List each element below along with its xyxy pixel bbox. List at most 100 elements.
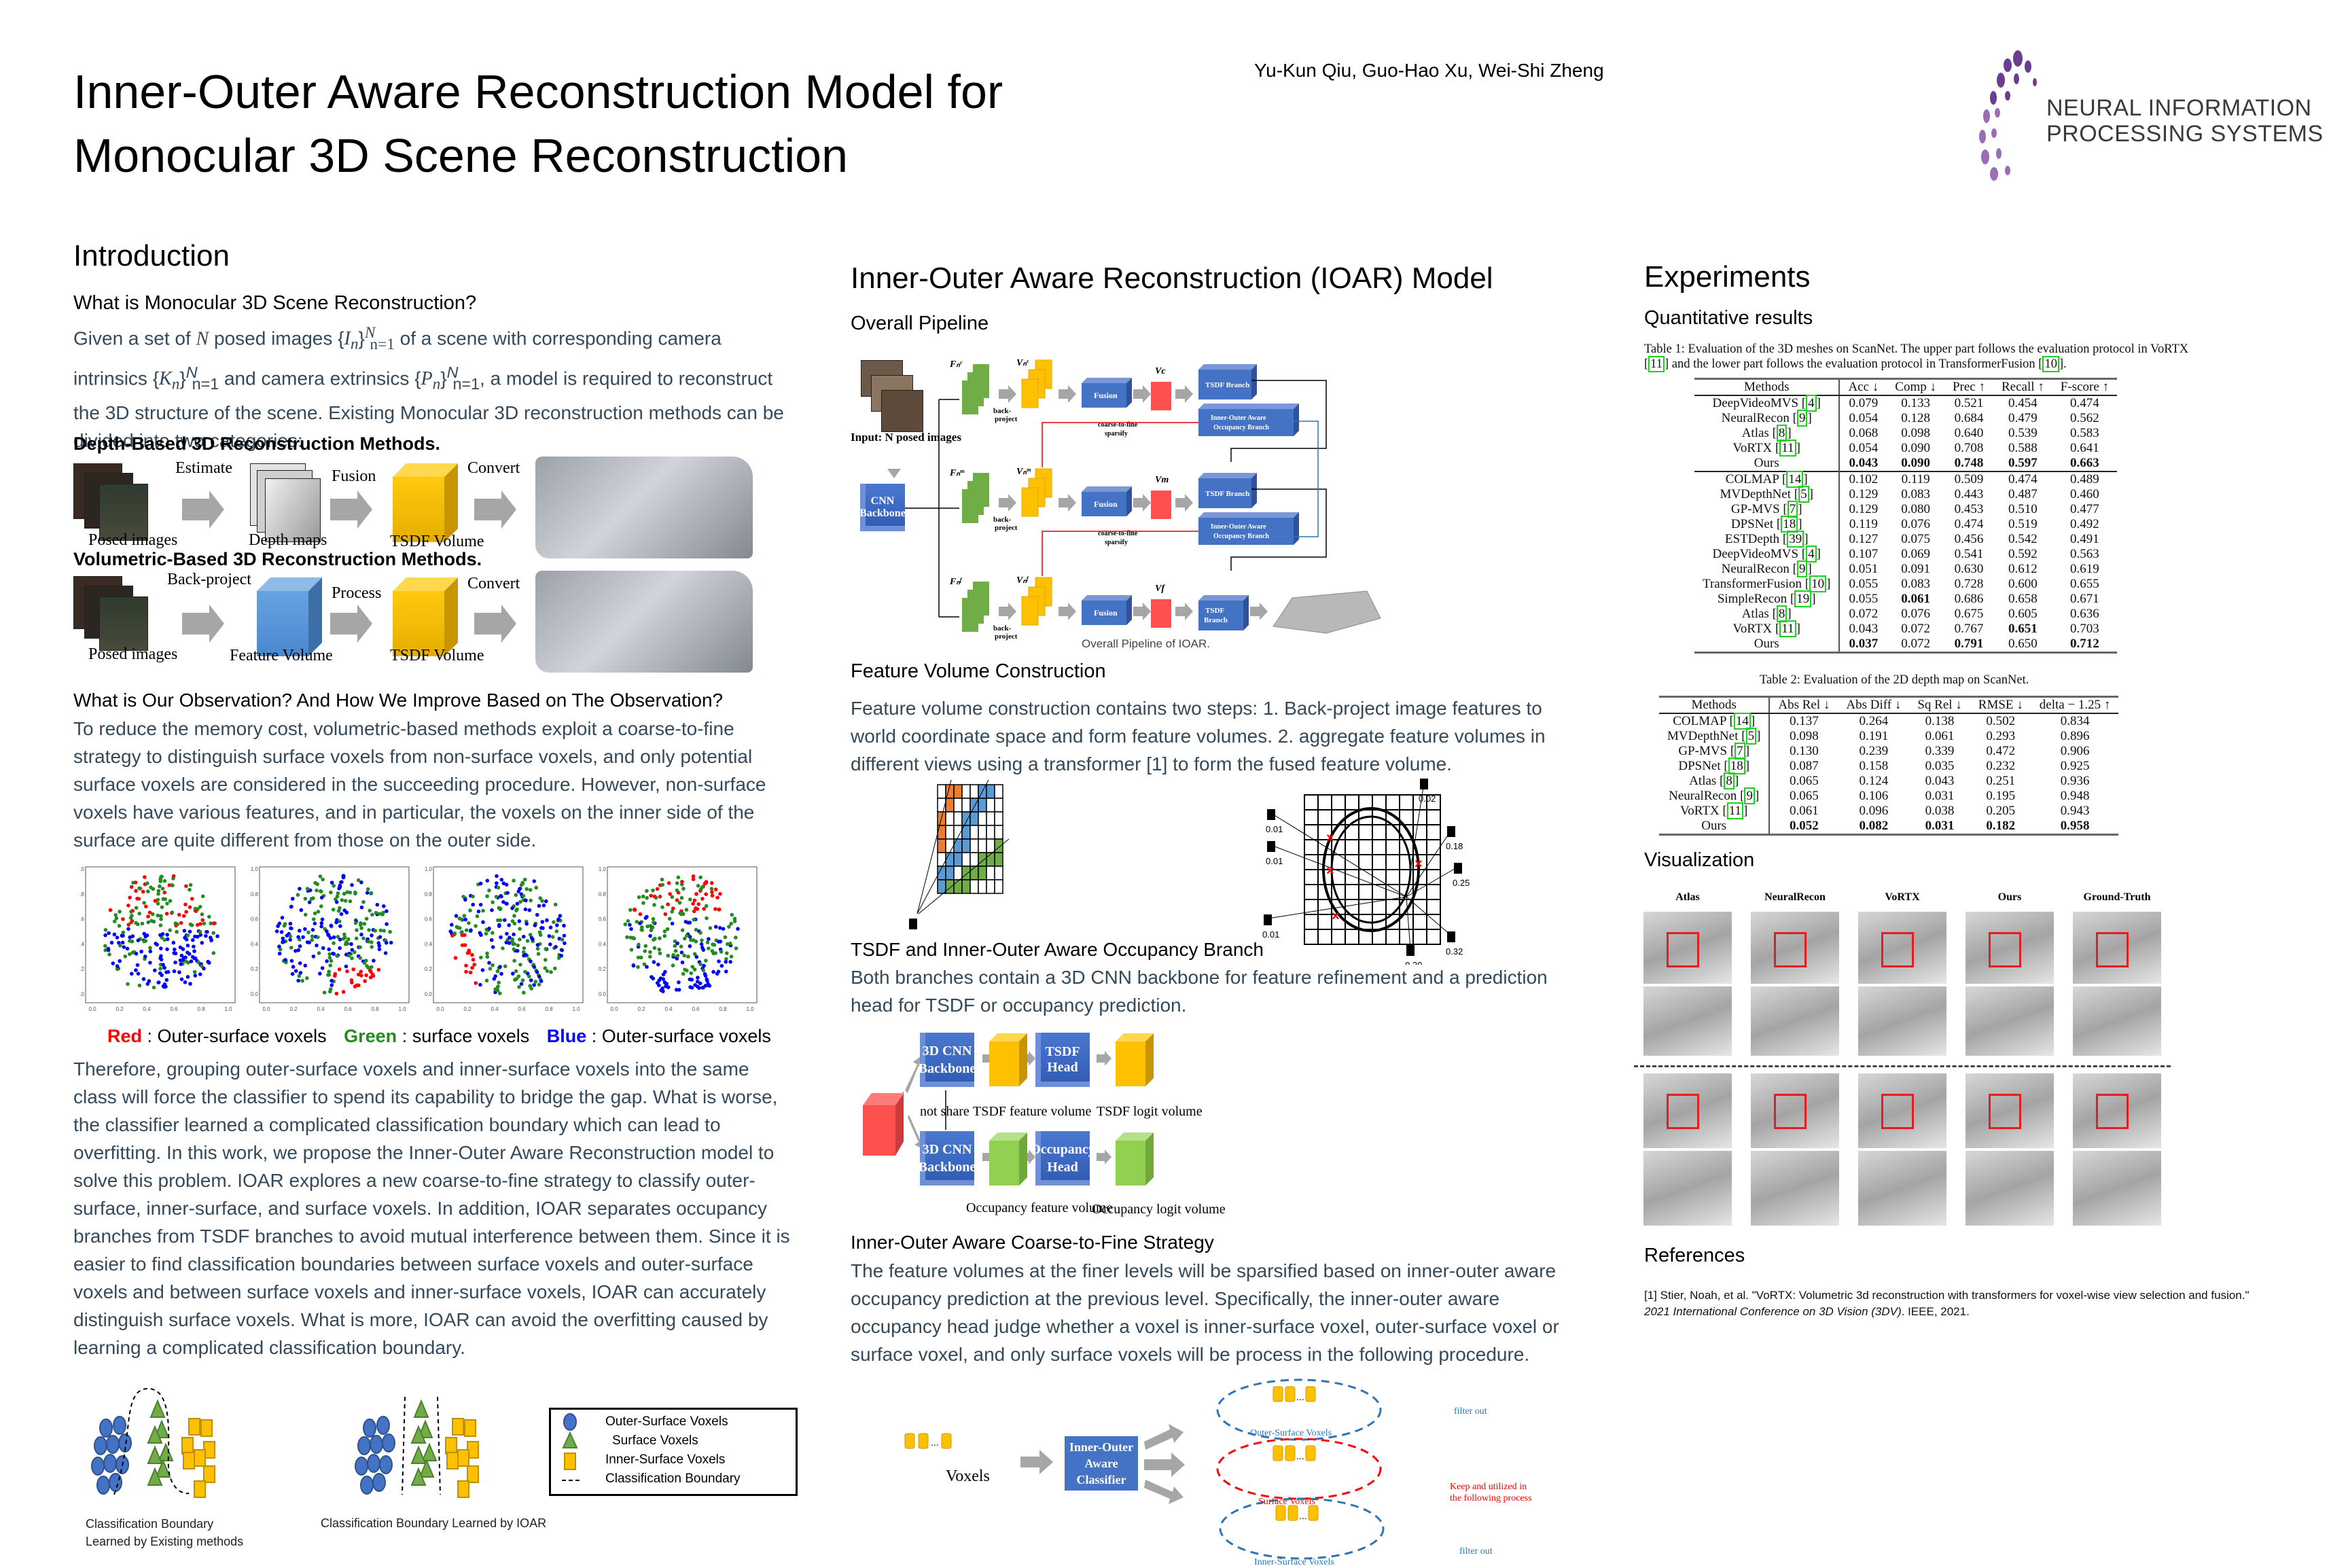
citation-link[interactable]: 11	[1779, 620, 1796, 637]
arrow-convert	[474, 605, 516, 643]
arrow-convert	[474, 491, 516, 529]
citation-link[interactable]: 39	[1787, 531, 1804, 548]
tsne-point	[628, 908, 633, 912]
tsne-point	[349, 978, 354, 982]
tsne-point	[652, 946, 657, 950]
citation-link[interactable]: 14	[1786, 471, 1804, 488]
tsne-point	[277, 951, 282, 956]
feature-map	[973, 582, 989, 616]
citation-link[interactable]: 19	[1794, 590, 1812, 607]
tsne-point	[670, 910, 674, 914]
citation-link[interactable]: 8	[1724, 772, 1735, 789]
tsne-point	[172, 951, 176, 955]
fused-volume-cube	[863, 1090, 904, 1156]
citation-link[interactable]: 4	[1806, 546, 1817, 563]
tsne-point	[190, 897, 194, 901]
legend-red-text: : Outer-surface voxels	[142, 1026, 327, 1046]
tsne-point	[313, 921, 317, 926]
citation-link[interactable]: 11	[1726, 802, 1744, 819]
tsne-x-tick: 0.4	[317, 1006, 325, 1012]
tsne-point	[342, 932, 346, 937]
tsne-point	[652, 894, 657, 899]
voxel-cell	[1412, 824, 1427, 840]
outer-surface-voxel	[103, 1454, 117, 1473]
value-cell: 0.619	[2070, 562, 2099, 576]
voxel-icon	[904, 1433, 915, 1449]
tsne-point	[676, 875, 681, 880]
value-cell: 0.896	[2060, 729, 2090, 743]
tsne-point	[154, 942, 158, 946]
tsne-point	[675, 888, 679, 893]
tsdf-volume-label: TSDF Volume	[390, 533, 484, 550]
citation-link[interactable]: 9	[1744, 787, 1755, 804]
voxel-cell	[961, 838, 971, 853]
tsne-point	[560, 948, 564, 952]
value-cell: 0.061	[1925, 729, 1955, 743]
tsne-point	[358, 945, 362, 949]
citation-link[interactable]: 9	[1796, 410, 1808, 427]
tsne-point	[454, 914, 459, 918]
tsne-point	[661, 989, 665, 993]
tsne-point	[523, 907, 528, 912]
citation-link[interactable]: 7	[1735, 743, 1745, 760]
tsne-point	[709, 887, 714, 891]
citation-link[interactable]: 10	[1809, 575, 1827, 592]
citation-link[interactable]: 7	[1787, 501, 1798, 518]
voxel-cell	[945, 879, 955, 894]
tsne-point	[345, 942, 350, 946]
back-project-label: project	[995, 524, 1018, 532]
citation-link[interactable]: 10	[2042, 356, 2059, 372]
surface-voxel	[147, 1425, 163, 1444]
value-cell: 0.083	[1901, 577, 1930, 591]
view-weight: 0.01	[1266, 824, 1283, 834]
tsne-point	[128, 895, 132, 899]
tsne-point	[490, 908, 494, 912]
tsne-point	[156, 892, 160, 896]
value-cell: 0.075	[1901, 532, 1930, 546]
citation-link[interactable]: 8	[1776, 605, 1787, 622]
citation-link[interactable]: 11	[1779, 440, 1796, 457]
citation-link[interactable]: 5	[1798, 486, 1809, 503]
tsne-point	[385, 922, 389, 926]
value-cell: 0.612	[2008, 562, 2038, 576]
tsne-point	[651, 888, 655, 893]
tsne-point	[377, 944, 381, 948]
tsne-point	[713, 951, 717, 955]
tsne-point	[162, 890, 167, 895]
posed-images-label: Posed images	[88, 531, 178, 549]
voxel-cell	[953, 866, 963, 880]
tsne-point	[344, 964, 349, 969]
citation-link[interactable]: 9	[1796, 560, 1808, 577]
tsne-point	[652, 903, 656, 907]
value-cell: 0.065	[1790, 789, 1819, 803]
tsne-point	[734, 936, 738, 940]
tsne-point	[103, 928, 108, 932]
filter-out-inner: filter out	[1459, 1546, 1493, 1556]
tsne-point	[145, 982, 150, 986]
tsne-point	[468, 970, 473, 975]
value-cell: 0.655	[2070, 577, 2099, 591]
citation-link[interactable]: 4	[1806, 395, 1817, 412]
citation-link[interactable]: 14	[1733, 713, 1751, 730]
value-cell: 0.943	[2060, 804, 2090, 818]
outer-surface-voxel	[118, 1433, 132, 1453]
ellipsis: ...	[1296, 1450, 1304, 1461]
arrow	[1059, 603, 1076, 620]
citation-link[interactable]: 18	[1728, 758, 1745, 774]
c2f-diagram: ............ Voxels Inner-Outer Aware Cl…	[857, 1359, 1591, 1567]
arrow	[1133, 603, 1151, 620]
tsne-y-tick: 1.0	[599, 866, 607, 872]
citation-link[interactable]: 11	[1648, 356, 1665, 372]
method-cell: NeuralRecon [9]	[1659, 787, 1771, 804]
tsne-point	[385, 909, 389, 913]
tsne-point	[151, 912, 155, 916]
tsne-point	[319, 924, 324, 929]
tsne-point	[196, 935, 200, 939]
citation-link[interactable]: 18	[1781, 516, 1798, 533]
citation-link[interactable]: 5	[1745, 728, 1757, 745]
neurips-logo: NEURAL INFORMATION PROCESSING SYSTEMS	[1970, 45, 2324, 181]
tsne-x-tick: 1.0	[746, 1006, 754, 1012]
tsne-point	[524, 887, 529, 891]
citation-link[interactable]: 8	[1776, 425, 1787, 442]
tsne-point	[681, 887, 686, 891]
